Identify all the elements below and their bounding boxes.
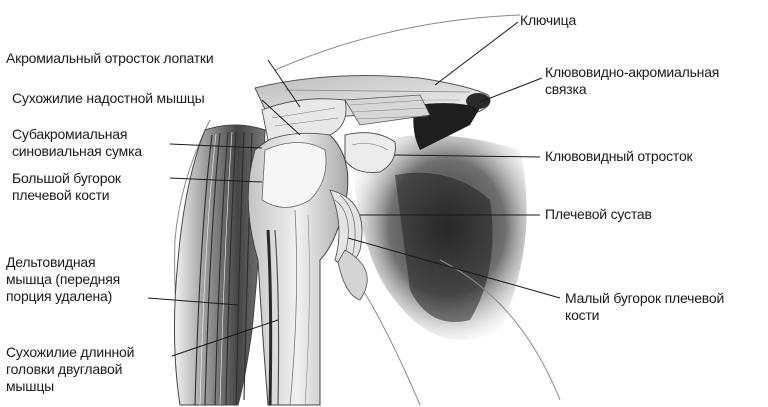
label-biceps-long-head-tendon: Сухожилие длинной головки двуглавой мышц… <box>6 344 134 395</box>
label-clavicle: Ключица <box>520 12 576 29</box>
label-coracoacromial-ligament: Клювовидно-акромиальная связка <box>545 64 719 98</box>
label-shoulder-joint: Плечевой сустав <box>545 206 652 223</box>
label-coracoid-process: Клювовидный отросток <box>545 148 692 165</box>
label-deltoid: Дельтовидная мышца (передняя порция удал… <box>6 254 120 305</box>
label-acromion: Акромиальный отросток лопатки <box>6 50 213 67</box>
label-greater-tubercle: Большой бугорок плечевой кости <box>12 170 121 204</box>
label-supraspinatus-tendon: Сухожилие надостной мышцы <box>12 90 205 107</box>
humerus-bone <box>248 130 348 405</box>
coracoid-bone <box>345 133 395 173</box>
label-lesser-tubercle: Малый бугорок плечевой кости <box>565 290 724 324</box>
label-subacromial-bursa: Субакромиальная синовиальная сумка <box>12 126 142 160</box>
